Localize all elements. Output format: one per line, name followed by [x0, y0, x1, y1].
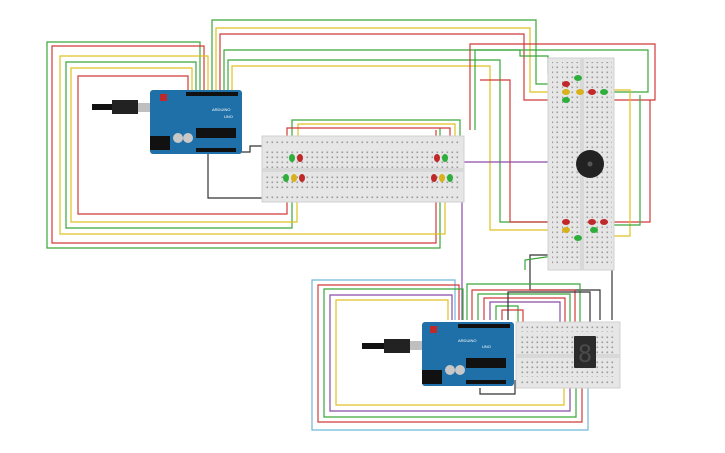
led-green[interactable] — [447, 174, 453, 182]
wire[interactable] — [207, 152, 269, 199]
usb-cable — [362, 343, 402, 349]
wire[interactable] — [466, 283, 581, 330]
wire[interactable] — [317, 284, 583, 423]
seven-segment-display[interactable]: 8 — [574, 336, 596, 368]
wire[interactable] — [323, 288, 577, 418]
header-pins — [186, 92, 238, 96]
usb-connector — [138, 103, 152, 112]
led-green[interactable] — [600, 89, 608, 95]
wire[interactable] — [471, 289, 576, 330]
led-green[interactable] — [590, 227, 598, 233]
header-pins — [466, 380, 506, 384]
led-red[interactable] — [299, 174, 305, 182]
header-pins — [458, 324, 510, 328]
led-group-1 — [283, 154, 453, 182]
led-yellow[interactable] — [562, 89, 570, 95]
led-red[interactable] — [562, 81, 570, 87]
arduino-model-label: UNO — [482, 344, 491, 349]
led-group-2 — [562, 75, 608, 241]
led-red[interactable] — [562, 219, 570, 225]
led-green[interactable] — [289, 154, 295, 162]
capacitor — [455, 365, 465, 375]
capacitor — [445, 365, 455, 375]
wire[interactable] — [51, 45, 437, 244]
breadboard-3[interactable] — [515, 321, 621, 389]
wire[interactable] — [461, 161, 560, 320]
wire[interactable] — [59, 55, 446, 235]
wire[interactable] — [70, 67, 298, 223]
led-green[interactable] — [442, 154, 448, 162]
wire[interactable] — [501, 309, 524, 330]
led-green[interactable] — [574, 235, 582, 241]
usb-plug — [112, 100, 138, 114]
chip — [466, 358, 506, 368]
led-red[interactable] — [600, 219, 608, 225]
led-red[interactable] — [588, 219, 596, 225]
led-green[interactable] — [574, 75, 582, 81]
seven-segment-digit: 8 — [578, 340, 592, 368]
led-yellow[interactable] — [291, 174, 297, 182]
wires — [46, 19, 656, 431]
arduino-brand-label: ARDUINO — [212, 107, 230, 112]
capacitor — [173, 133, 183, 143]
wire[interactable] — [297, 123, 456, 140]
arduino-uno-2[interactable]: ARDUINO UNO — [362, 322, 514, 386]
usb-connector — [410, 341, 424, 350]
led-red[interactable] — [434, 154, 440, 162]
wire[interactable] — [495, 305, 519, 330]
power-jack — [422, 370, 442, 384]
led-yellow[interactable] — [562, 227, 570, 233]
wire[interactable] — [483, 297, 566, 330]
arduino-uno-1[interactable]: ARDUINO UNO — [92, 90, 242, 154]
chip — [196, 128, 236, 138]
led-yellow[interactable] — [439, 174, 445, 182]
wire[interactable] — [477, 293, 571, 330]
led-red[interactable] — [431, 174, 437, 182]
wire[interactable] — [77, 75, 288, 215]
wire[interactable] — [600, 89, 631, 237]
power-jack — [150, 136, 170, 150]
wire[interactable] — [231, 65, 558, 231]
wire[interactable] — [480, 79, 651, 223]
wire[interactable] — [329, 294, 571, 412]
wire[interactable] — [46, 41, 441, 249]
led-green[interactable] — [283, 174, 289, 182]
arduino-model-label: UNO — [224, 114, 233, 119]
wire[interactable] — [291, 119, 461, 140]
wire[interactable] — [219, 33, 560, 101]
reset-button[interactable] — [430, 326, 437, 333]
capacitor — [183, 133, 193, 143]
wire[interactable] — [474, 49, 649, 130]
breadboard-1[interactable] — [261, 135, 465, 203]
header-pins — [196, 148, 236, 152]
led-red[interactable] — [297, 154, 303, 162]
wire[interactable] — [311, 279, 589, 431]
led-yellow[interactable] — [576, 89, 584, 95]
arduino-brand-label: ARDUINO — [458, 338, 476, 343]
reset-button[interactable] — [160, 94, 167, 101]
piezo-buzzer[interactable] — [576, 150, 604, 178]
wire[interactable] — [489, 301, 561, 330]
led-green[interactable] — [562, 97, 570, 103]
usb-cable — [92, 104, 130, 110]
usb-plug — [384, 339, 410, 353]
wire[interactable] — [610, 95, 641, 226]
led-red[interactable] — [588, 89, 596, 95]
wire[interactable] — [215, 27, 560, 93]
wire[interactable] — [211, 19, 560, 92]
wire[interactable] — [335, 299, 565, 406]
wire[interactable] — [479, 380, 516, 395]
